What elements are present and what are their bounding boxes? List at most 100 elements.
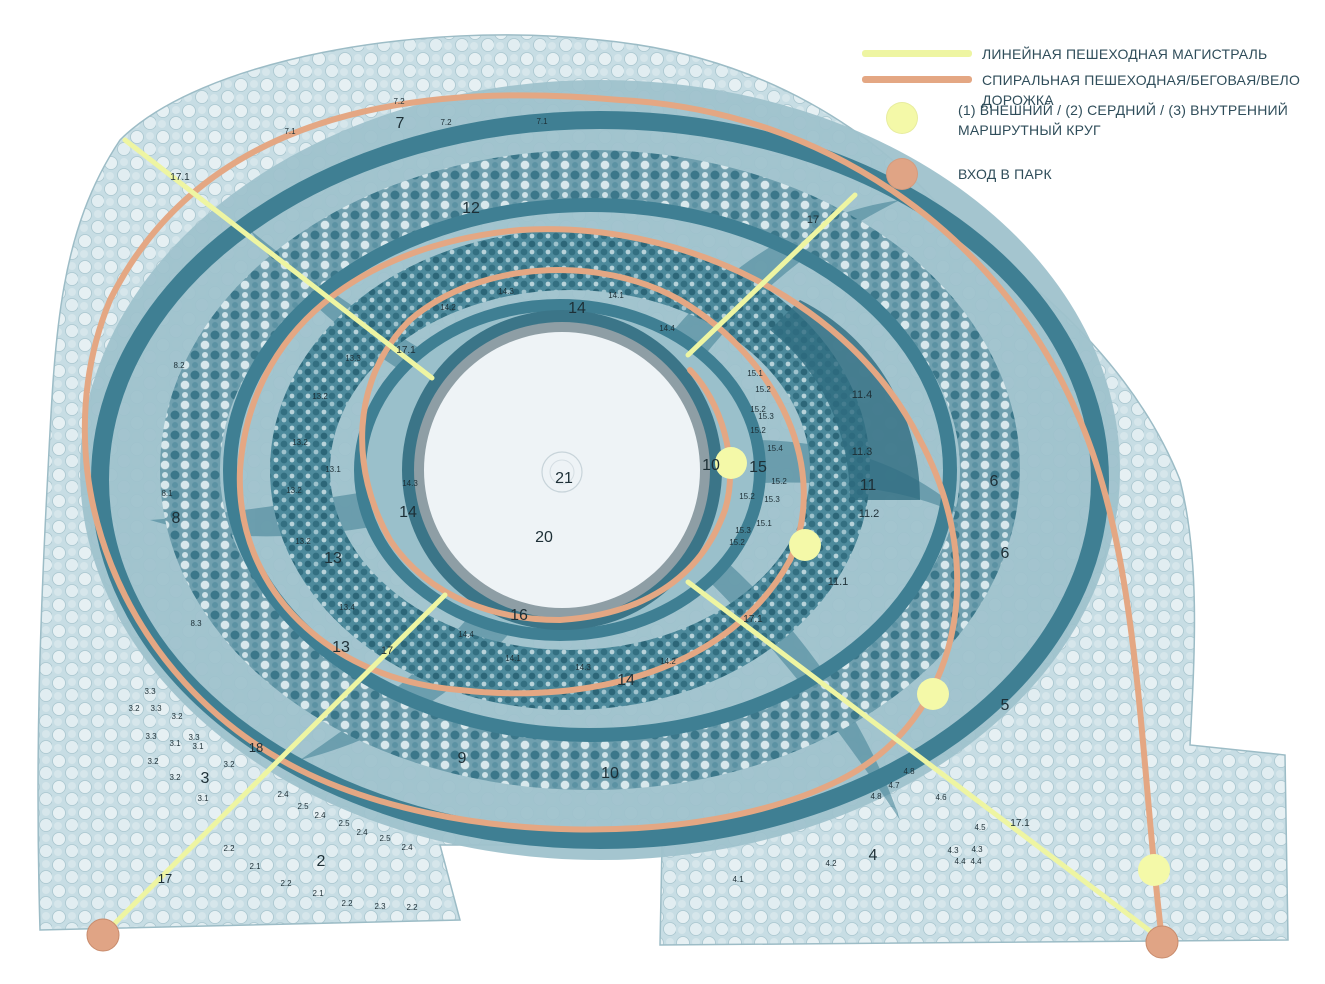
route-circle-middle: [789, 529, 821, 561]
legend-item-route: (1) ВНЕШНИЙ / (2) СЕРДНИЙ / (3) ВНУТРЕНН…: [862, 100, 1288, 140]
subzone-label: 2.1: [249, 862, 261, 871]
subzone-label: 15.2: [755, 385, 771, 394]
zone-label: 21: [555, 470, 573, 487]
zone-label: 10: [702, 457, 720, 474]
zone-label: 13: [324, 550, 342, 567]
subzone-label: 2.5: [297, 802, 309, 811]
subzone-label: 14.1: [608, 291, 624, 300]
subzone-label: 7.2: [393, 97, 405, 106]
entrance-east[interactable]: [1145, 925, 1179, 959]
zone-label: 18: [249, 740, 263, 755]
legend-label-route-2: МАРШРУТНЫЙ КРУГ: [958, 122, 1101, 138]
zone-label: 9: [458, 750, 467, 767]
route-circle-east: [1138, 854, 1170, 886]
subzone-label: 13.3: [345, 354, 361, 363]
spiral-path: [81, 92, 1165, 943]
middle-band: [223, 198, 957, 742]
subzone-label: 2.2: [341, 899, 353, 908]
spiral-path-swatch: [862, 76, 972, 83]
subzone-label: 3.2: [169, 773, 181, 782]
subzone-label: 4.5: [974, 823, 986, 832]
subzone-label: 2.4: [314, 811, 326, 820]
subzone-label: 11.4: [852, 389, 873, 401]
legend-item-spiral: СПИРАЛЬНАЯ ПЕШЕХОДНАЯ/БЕГОВАЯ/ВЕЛО ДОРОЖ…: [862, 70, 1312, 110]
subzone-label: 17.1: [396, 345, 416, 356]
route-circle-swatch: [886, 102, 918, 134]
zone-label: 13: [332, 639, 350, 656]
subzone-label: 7.2: [440, 118, 452, 127]
subzone-label: 14.4: [659, 324, 675, 333]
zone-label: 15: [749, 459, 767, 476]
subzone-label: 15.3: [758, 412, 774, 421]
legend-item-entrance: ВХОД В ПАРК: [862, 158, 1052, 190]
subzone-label: 4.8: [870, 792, 882, 801]
subzone-label: 15.2: [739, 492, 755, 501]
subzone-label: 17.1: [170, 172, 190, 183]
zone-label: 8: [172, 510, 181, 527]
subzone-label: 4.8: [903, 767, 915, 776]
subzone-label: 14.2: [440, 303, 456, 312]
subzone-label: 17.1: [1010, 818, 1030, 829]
subzone-label: 4.1: [732, 875, 744, 884]
subzone-label: 3.1: [169, 739, 181, 748]
subzone-label: 15.1: [747, 369, 763, 378]
dark-sector: [770, 300, 920, 500]
subzone-label: 15.3: [764, 495, 780, 504]
subzone-label: 15.2: [750, 405, 766, 414]
subzone-label: 15.4: [767, 444, 783, 453]
zone-label: 16: [510, 607, 528, 624]
subzone-label: 15.1: [756, 519, 772, 528]
subzone-label: 3.1: [197, 794, 209, 803]
route-circle-inner: [715, 447, 747, 479]
subzone-label: 11.2: [859, 508, 880, 520]
subzone-label: 2.1: [312, 889, 324, 898]
zone-label: 14: [568, 300, 586, 317]
subzone-label: 8.1: [161, 489, 173, 498]
zone-label: 5: [1001, 697, 1010, 714]
subzone-label: 7.1: [284, 127, 296, 136]
legend-item-linear: ЛИНЕЙНАЯ ПЕШЕХОДНАЯ МАГИСТРАЛЬ: [862, 44, 1267, 64]
subzone-label: 3.2: [128, 704, 140, 713]
zone-labels-small: 7.1 7.2 7.2 7.1 8.2 8.1 8.3 13.3 13.2 13…: [128, 97, 1030, 912]
subzone-label: 2.2: [223, 844, 235, 853]
zone-label: 20: [535, 529, 553, 546]
route-circles: [715, 447, 1170, 886]
subzone-label: 3.2: [171, 712, 183, 721]
subzone-label: 7.1: [536, 117, 548, 126]
zone-label: 6: [990, 473, 999, 490]
subzone-label: 13.1: [325, 465, 341, 474]
zone-label: 17: [807, 214, 819, 226]
subzone-label: 15.3: [735, 526, 751, 535]
zone-label: 2: [317, 853, 326, 870]
zone-label: 7: [396, 115, 405, 132]
legend-label-entrance: ВХОД В ПАРК: [958, 166, 1052, 182]
subzone-label: 13.4: [339, 603, 355, 612]
legend-label-linear: ЛИНЕЙНАЯ ПЕШЕХОДНАЯ МАГИСТРАЛЬ: [982, 46, 1268, 62]
subzone-label: 2.5: [379, 834, 391, 843]
legend-label-spiral: СПИРАЛЬНАЯ ПЕШЕХОДНАЯ/БЕГОВАЯ/ВЕЛО ДОРОЖ…: [982, 72, 1301, 108]
subzone-label: 2.2: [280, 879, 292, 888]
subzone-label: 3.2: [147, 757, 159, 766]
subzone-label: 4.6: [935, 793, 947, 802]
inner-tree-ring: [270, 230, 870, 710]
subzone-label: 2.3: [374, 902, 386, 911]
subzone-label: 2.4: [401, 843, 413, 852]
entrance-west[interactable]: [86, 918, 120, 952]
subzone-label: 4.3: [947, 846, 959, 855]
subzone-label: 4.2: [825, 859, 837, 868]
subzone-label: 4.4: [970, 857, 982, 866]
subzone-label: 3.3: [145, 732, 157, 741]
subzone-label: 13.2: [286, 486, 302, 495]
subzone-label: 11.1: [828, 576, 849, 588]
subzone-label: 4.4: [954, 857, 966, 866]
subzone-label: 3.1: [192, 742, 204, 751]
subzone-label: 8.3: [190, 619, 202, 628]
zone-label: 11: [860, 477, 877, 494]
zone-label: 3: [201, 770, 210, 787]
subzone-label: 14.2: [660, 657, 676, 666]
zone-label: 4: [869, 847, 878, 864]
subzone-label: 3.2: [223, 760, 235, 769]
zone-label: 14: [399, 504, 417, 521]
subzone-label: 2.4: [277, 790, 289, 799]
